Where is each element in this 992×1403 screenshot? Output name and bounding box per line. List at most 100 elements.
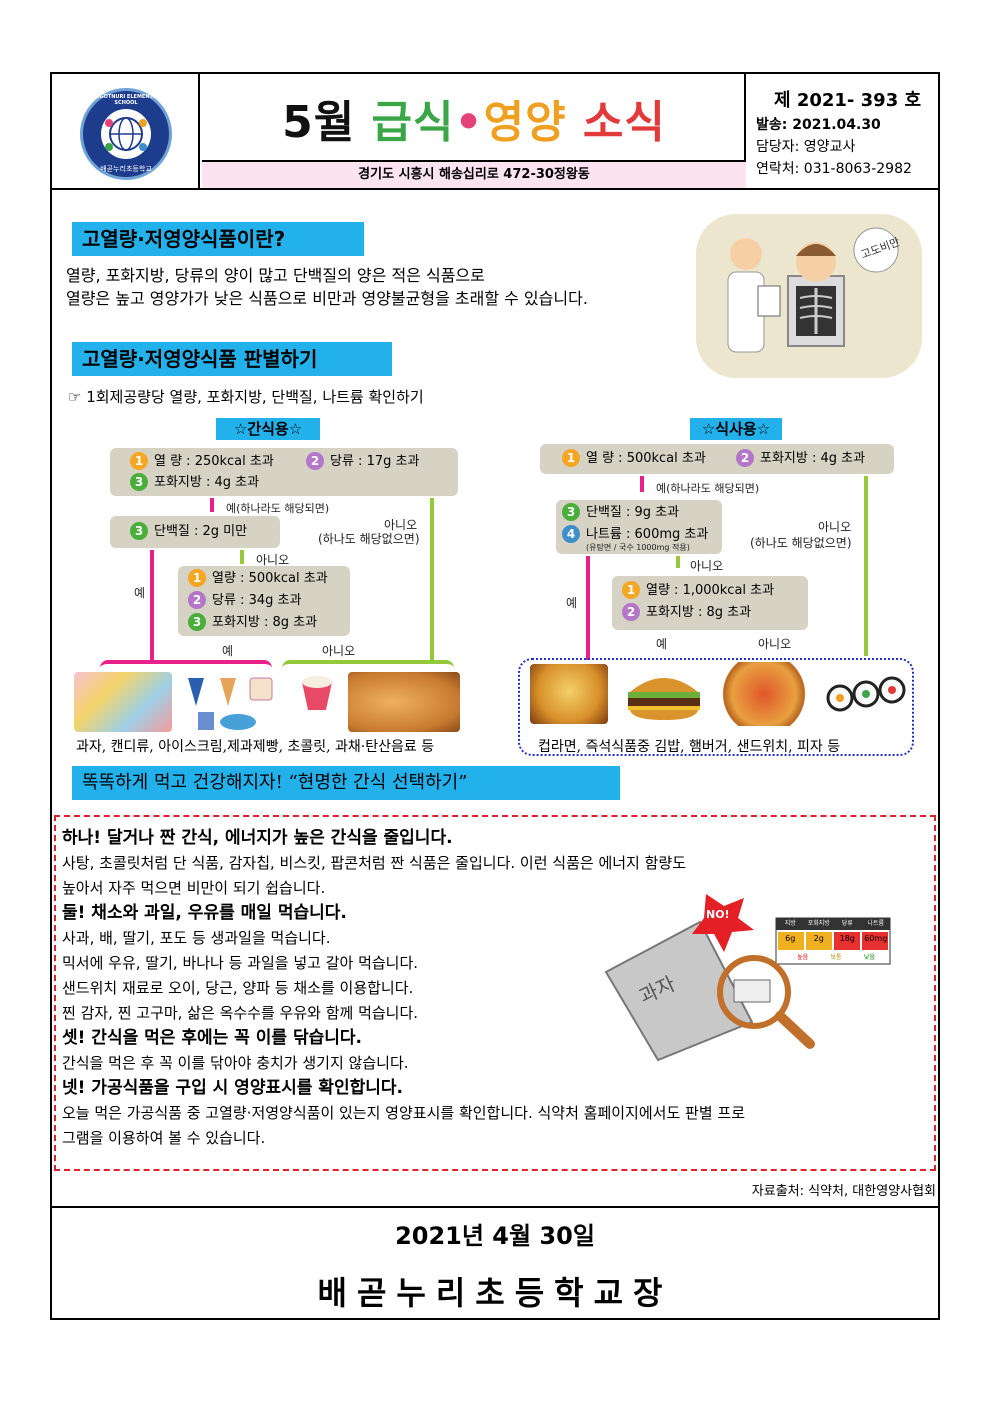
label-header-sodium: 나트륨 [867, 920, 885, 927]
meal-foods-frame [518, 658, 914, 756]
label-header-satfat: 포화지방 [807, 920, 830, 927]
contact: 연락처: 031-8063-2982 [756, 161, 912, 177]
meal-yes-line [586, 556, 590, 660]
meal-no1: 아니오 [690, 559, 724, 573]
snack-no1: 아니오 [256, 553, 290, 567]
title-part-geup: 급식 [371, 97, 455, 148]
candy-image [74, 672, 172, 732]
issue-number: 제 2021- 393 호 [774, 90, 922, 111]
snack-arrow-down1 [210, 498, 214, 512]
snack-arrow-no1 [240, 550, 244, 564]
tip2-line2: 믹서에 우유, 딸기, 바나나 등 과일을 넣고 갈아 먹습니다. [62, 954, 419, 972]
tip1-line1: 사탕, 초콜릿처럼 단 식품, 감자칩, 비스킷, 팝콘처럼 짠 식품은 줄입니… [62, 854, 687, 872]
tip2-line3: 샌드위치 재료로 오이, 당근, 양파 등 채소를 이용합니다. [62, 979, 414, 997]
snack-label: ☆간식용☆ [216, 418, 320, 440]
manager: 담당자: 영양교사 [756, 139, 856, 155]
logo-text-bottom: 배곧누리초등학교 [100, 165, 152, 173]
label-values: 6g 2g 18g 60mg [776, 934, 890, 943]
title-part-young: 영양 [483, 97, 567, 148]
tips-box [54, 815, 936, 1171]
snack-no-none2: (하나도 해당없으면) [318, 532, 420, 546]
issue-info: 제 2021- 393 호 발송: 2021.04.30 담당자: 영양교사 연… [748, 74, 938, 188]
section1-line2: 열량은 높고 영양가가 낮은 식품으로 비만과 영양불균형을 초래할 수 있습니… [66, 289, 588, 308]
meal-label: ☆식사용☆ [690, 418, 782, 440]
meal-yes-any: 예(하나라도 해당되면) [656, 482, 760, 495]
label-header-sugar: 당류 [841, 920, 853, 927]
gimbap-image [824, 668, 908, 722]
section1-line1: 열량, 포화지방, 당류의 양이 많고 단백질의 양은 적은 식품으로 [66, 266, 485, 285]
snack-no-bottom: 아니오 [322, 644, 356, 658]
footer-separator [50, 1206, 940, 1208]
snack-caption: 과자, 캔디류, 아이스크림,제과제빵, 초콜릿, 과채·탄산음료 등 [76, 739, 435, 755]
tip3-heading: 셋! 간식을 먹은 후에는 꼭 이를 닦습니다. [62, 1028, 362, 1048]
label-headers: 지방 포화지방 당류 나트륨 [776, 918, 890, 930]
cup-noodle-image [530, 664, 608, 724]
section2-heading: 고열량·저영양식품 판별하기 [72, 342, 392, 376]
section3-heading: 똑똑하게 먹고 건강해지자! “현명한 간식 선택하기” [72, 766, 620, 800]
tip3-line1: 간식을 먹은 후 꼭 이를 닦아야 충치가 생기지 않습니다. [62, 1054, 409, 1072]
snack-yes-line [150, 550, 154, 660]
snack-yes-bracket [100, 660, 272, 670]
meal-yes-bottom: 예 [656, 637, 668, 651]
snack-yes-left: 예 [134, 586, 146, 600]
label-value-sodium: 60mg [864, 934, 888, 943]
title-part-so: 소식 [582, 97, 666, 148]
title-month: 5월 [282, 97, 356, 148]
globe-icon [101, 109, 151, 159]
tip4-heading: 넷! 가공식품을 구입 시 영양표시를 확인합니다. [62, 1078, 403, 1098]
body-frame [50, 190, 940, 1320]
newsletter-title: 5월 급식•영양 소식 [202, 86, 746, 150]
meal-no-none: 아니오 [818, 520, 852, 534]
tip4-line2: 그램을 이용하여 볼 수 있습니다. [62, 1129, 266, 1147]
pizza-image [716, 662, 812, 726]
section2-note: ☞ 1회제공량당 열량, 포화지방, 단백질, 나트륨 확인하기 [68, 388, 424, 406]
footer-date: 2021년 4월 30일 [395, 1222, 595, 1250]
tip4-line1: 오늘 먹은 가공식품 중 고열량·저영양식품이 있는지 영양표시를 확인합니다.… [62, 1104, 745, 1122]
meal-no-none2: (하나도 해당없으면) [750, 536, 852, 550]
hamburger-image [620, 664, 708, 724]
principal-signature: 배곧누리초등학교장 [317, 1274, 673, 1312]
school-address: 경기도 시흥시 해송십리로 472-30정왕동 [202, 160, 746, 188]
snack-yes-bottom: 예 [222, 644, 234, 658]
label-header-fat: 지방 [784, 920, 796, 927]
meal-arrow-no1 [676, 556, 680, 568]
nutrition-label-illustration: 과자 NO! 지방 포화지방 당류 나트륨 6g 2g 18g 60mg 높음 … [596, 894, 896, 1064]
title-dot: • [454, 97, 484, 148]
label-value-satfat: 2g [813, 934, 824, 943]
meal-c4-note: (유탕면 / 국수 1000mg 적용) [586, 543, 690, 552]
label-value-sugar: 18g [839, 934, 855, 943]
newsletter-header: BAEGOTNURI ELEMENTARY SCHOOL 배곧누리초등학교 5월… [50, 72, 940, 190]
label-legend: 높음 보통 낮음 [786, 952, 886, 961]
icecream-image [184, 672, 284, 732]
legend-high: 높음 [797, 954, 809, 961]
snack-yes-any: 예(하나라도 해당되면) [226, 502, 330, 515]
logo-text-top: BAEGOTNURI ELEMENTARY SCHOOL [88, 94, 164, 106]
tip2-line4: 찐 감자, 찐 고구마, 삶은 옥수수를 우유와 함께 먹습니다. [62, 1004, 419, 1022]
tip2-line1: 사과, 배, 딸기, 포도 등 생과일을 먹습니다. [62, 929, 331, 947]
logo-cell: BAEGOTNURI ELEMENTARY SCHOOL 배곧누리초등학교 [52, 74, 200, 188]
snack-no-bracket [282, 660, 454, 670]
legend-medium: 보통 [830, 954, 842, 961]
legend-low: 낮음 [863, 954, 875, 961]
title-cell: 5월 급식•영양 소식 경기도 시흥시 해송십리로 472-30정왕동 [202, 74, 746, 188]
source-note: 자료출처: 식약처, 대한영양사협회 [751, 1184, 936, 1199]
section1-heading: 고열량·저영양식품이란? [72, 222, 364, 256]
doctor-xray-illustration: 고도비만 [696, 214, 922, 378]
